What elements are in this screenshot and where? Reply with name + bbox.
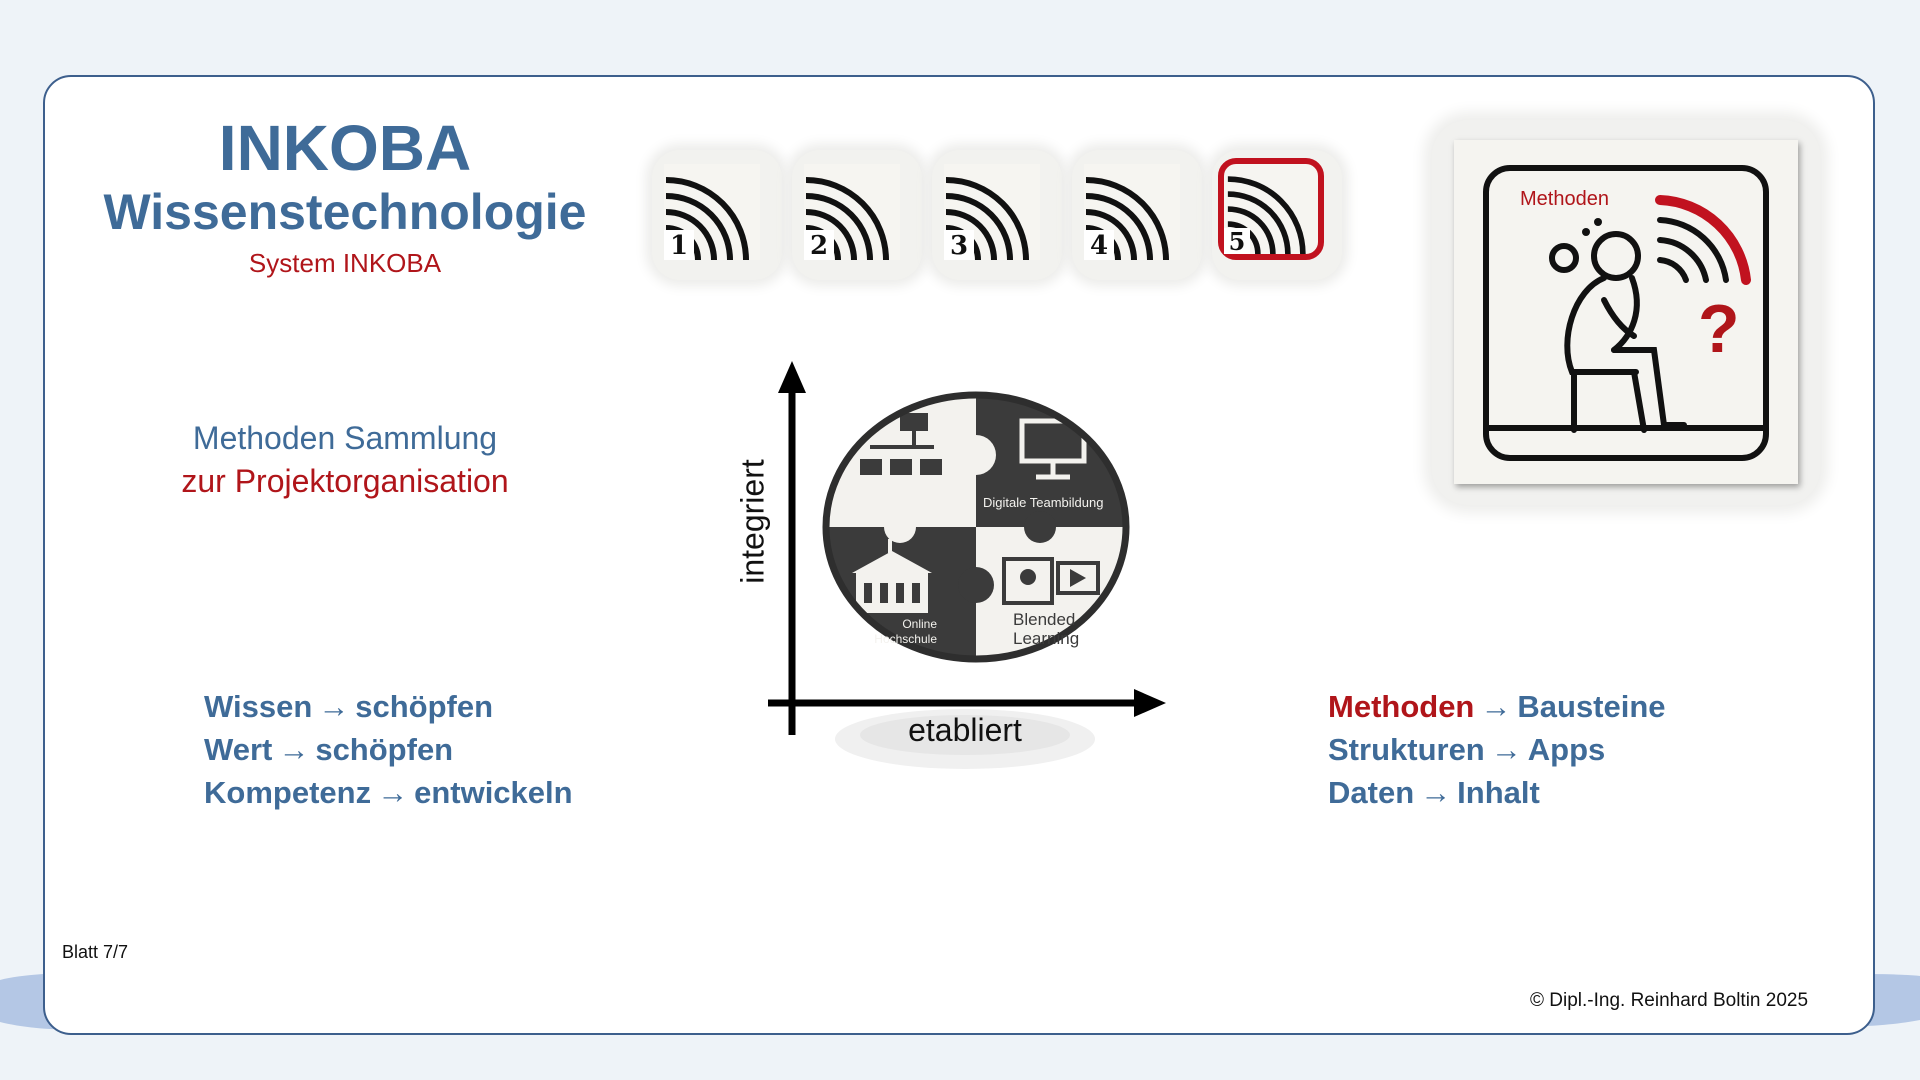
thinker-label: Methoden <box>1520 188 1609 210</box>
left-list-item: Wert→schöpfen <box>204 728 573 771</box>
tile-number: 1 <box>664 230 694 261</box>
left-item-to: schöpfen <box>355 689 494 724</box>
tile-number: 5 <box>1224 228 1250 256</box>
right-list-item: Methoden→Bausteine <box>1328 685 1666 728</box>
arrow-icon: → <box>1490 732 1522 767</box>
collection-line2: zur Projektorganisation <box>181 463 509 499</box>
page-subtitle: Wissenstechnologie <box>103 184 587 241</box>
right-item-to: Apps <box>1527 732 1606 767</box>
thinker-card: Methoden ? <box>1454 140 1798 484</box>
right-item-to: Bausteine <box>1517 689 1666 724</box>
step-tile-5[interactable]: 5 <box>1212 150 1342 280</box>
question-mark: ? <box>1698 291 1740 367</box>
arrow-icon: → <box>278 732 310 767</box>
left-list-item: Kompetenz→entwickeln <box>204 771 573 814</box>
left-item-to: entwickeln <box>414 775 573 810</box>
axis-diagram-svg <box>768 361 1166 769</box>
collection-block: Methoden Sammlung zur Projektorganisatio… <box>140 420 550 500</box>
x-axis-label: etabliert <box>908 712 1022 748</box>
right-item-from: Daten <box>1328 775 1415 810</box>
left-list: Wissen→schöpfen Wert→schöpfen Kompetenz→… <box>204 685 573 814</box>
left-item-to: schöpfen <box>315 732 454 767</box>
tile-number: 2 <box>804 230 834 261</box>
step-tile-4[interactable]: 4 <box>1072 150 1202 280</box>
step-tile-3[interactable]: 3 <box>932 150 1062 280</box>
copyright: © Dipl.-Ing. Reinhard Boltin 2025 <box>1530 990 1809 1011</box>
right-item-to: Inhalt <box>1457 775 1540 810</box>
right-list-item: Daten→Inhalt <box>1328 771 1666 814</box>
arrow-icon: → <box>1480 689 1512 724</box>
page-number: Blatt 7/7 <box>62 942 129 962</box>
collection-line1: Methoden Sammlung <box>192 420 498 456</box>
thinker-icon <box>1483 165 1769 461</box>
left-item-from: Wert <box>204 732 273 767</box>
axis-diagram: Digitale Teambildung Blended Learning On… <box>735 355 1180 780</box>
system-label: System INKOBA <box>248 248 442 279</box>
arrow-icon: → <box>318 689 350 724</box>
signal-arcs-icon <box>1227 176 1306 254</box>
step-tile-2[interactable]: 2 <box>792 150 922 280</box>
left-item-from: Wissen <box>204 689 313 724</box>
tile-number: 4 <box>1084 230 1114 261</box>
title-block: INKOBA Wissenstechnologie System INKOBA <box>80 112 610 279</box>
arrow-icon: → <box>377 775 409 810</box>
right-item-from: Methoden <box>1328 689 1475 724</box>
puzzle-label-top-right: Digitale Teambildung <box>983 495 1104 510</box>
right-list-item: Strukturen→Apps <box>1328 728 1666 771</box>
puzzle-label-bottom-left: Online Hochschule <box>874 617 937 646</box>
arrow-icon: → <box>1420 775 1452 810</box>
right-item-from: Strukturen <box>1328 732 1485 767</box>
left-item-from: Kompetenz <box>204 775 372 810</box>
thinker-panel: Methoden ? <box>1432 120 1820 505</box>
tile-number: 3 <box>944 230 974 261</box>
page-title: INKOBA <box>218 112 472 184</box>
puzzle-label-bottom-right: Blended Learning <box>1013 610 1080 648</box>
y-axis-label: integriert <box>734 459 771 584</box>
right-list: Methoden→Bausteine Strukturen→Apps Daten… <box>1328 685 1666 814</box>
step-tile-1[interactable]: 1 <box>652 150 782 280</box>
left-list-item: Wissen→schöpfen <box>204 685 573 728</box>
